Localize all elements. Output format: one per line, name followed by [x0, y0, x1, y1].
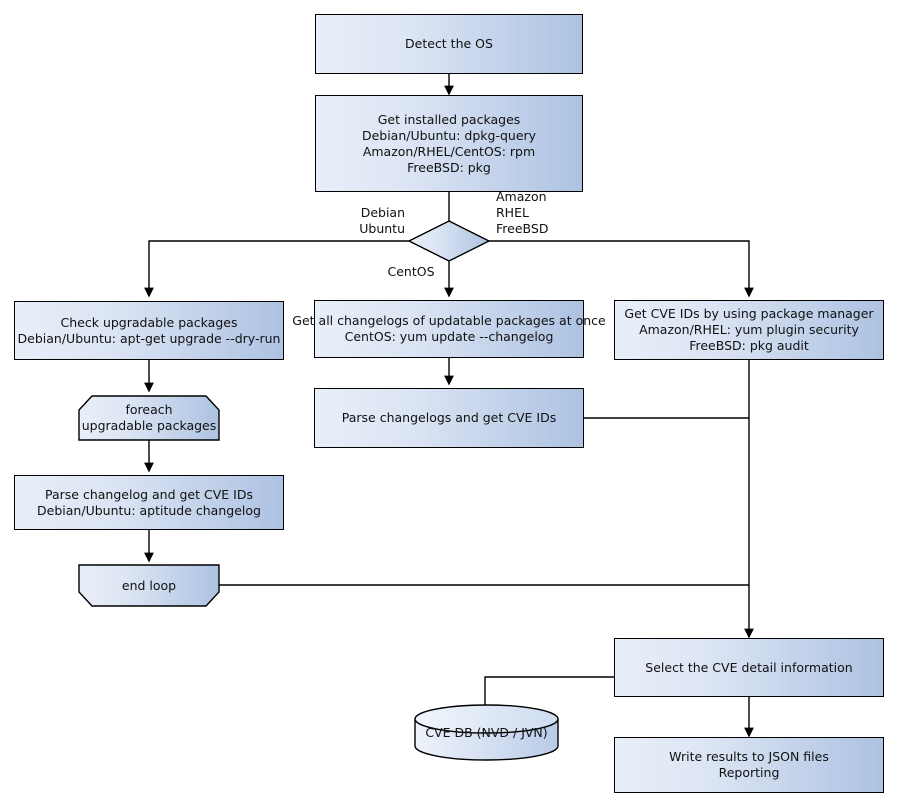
edge-label-debian-ubuntu: Debian Ubuntu — [359, 205, 405, 236]
node-get-cve-ids-package-manager-line3: FreeBSD: pkg audit — [689, 338, 809, 353]
node-get-installed-packages-line2: Debian/Ubuntu: dpkg-query — [361, 127, 537, 143]
node-cve-db-label: CVE DB (NVD / JVN) — [425, 725, 548, 740]
node-parse-changelog-debian-line2: Debian/Ubuntu: aptitude changelog — [37, 502, 261, 518]
node-parse-changelogs-centos[interactable]: Parse changelogs and get CVE IDs — [314, 388, 584, 448]
node-get-installed-packages[interactable]: Get installed packages Debian/Ubuntu: dp… — [315, 95, 583, 192]
node-get-installed-packages-line1: Get installed packages — [377, 111, 521, 127]
node-select-cve-detail[interactable]: Select the CVE detail information — [614, 638, 884, 697]
node-foreach-loop-line1: foreach — [125, 402, 173, 417]
node-parse-changelogs-centos-label: Parse changelogs and get CVE IDs — [341, 410, 557, 425]
node-select-cve-detail-label: Select the CVE detail information — [645, 659, 853, 675]
node-detect-os-label: Detect the OS — [405, 36, 493, 51]
node-get-cve-ids-package-manager[interactable]: Get CVE IDs by using package manager Ama… — [614, 300, 884, 360]
node-end-loop-label: end loop — [121, 577, 177, 593]
node-check-upgradable-packages[interactable]: Check upgradable packages Debian/Ubuntu:… — [14, 301, 284, 360]
node-check-upgradable-packages-line1: Check upgradable packages — [60, 314, 238, 330]
node-check-upgradable-packages-line2: Debian/Ubuntu: apt-get upgrade --dry-run — [17, 330, 281, 346]
node-foreach-loop[interactable]: foreach upgradable packages — [79, 396, 219, 440]
node-parse-changelog-debian-line1: Parse changelog and get CVE IDs — [45, 486, 253, 502]
node-detect-os[interactable]: Detect the OS — [315, 14, 583, 74]
node-write-results-line1: Write results to JSON files — [669, 749, 829, 764]
node-get-all-changelogs[interactable]: Get all changelogs of updatable packages… — [292, 300, 606, 358]
edge-label-amazon-rhel-freebsd: Amazon RHEL FreeBSD — [496, 189, 549, 236]
node-write-results-line2: Reporting — [718, 765, 780, 780]
node-get-cve-ids-package-manager-line2: Amazon/RHEL: yum plugin security — [639, 322, 859, 337]
node-cve-db[interactable]: CVE DB (NVD / JVN) — [415, 705, 558, 760]
node-parse-changelog-debian[interactable]: Parse changelog and get CVE IDs Debian/U… — [14, 475, 284, 530]
node-end-loop[interactable]: end loop — [79, 565, 219, 606]
decision-os-type — [407, 220, 491, 262]
edge-label-centos: CentOS — [387, 264, 435, 279]
node-get-cve-ids-package-manager-line1: Get CVE IDs by using package manager — [624, 306, 874, 321]
node-write-results[interactable]: Write results to JSON files Reporting — [614, 737, 884, 793]
node-get-installed-packages-line4: FreeBSD: pkg — [407, 159, 491, 175]
node-foreach-loop-line2: upgradable packages — [81, 418, 217, 433]
node-get-installed-packages-line3: Amazon/RHEL/CentOS: rpm — [362, 143, 536, 159]
node-get-all-changelogs-line1: Get all changelogs of updatable packages… — [292, 313, 606, 328]
node-get-all-changelogs-line2: CentOS: yum update --changelog — [344, 329, 554, 344]
